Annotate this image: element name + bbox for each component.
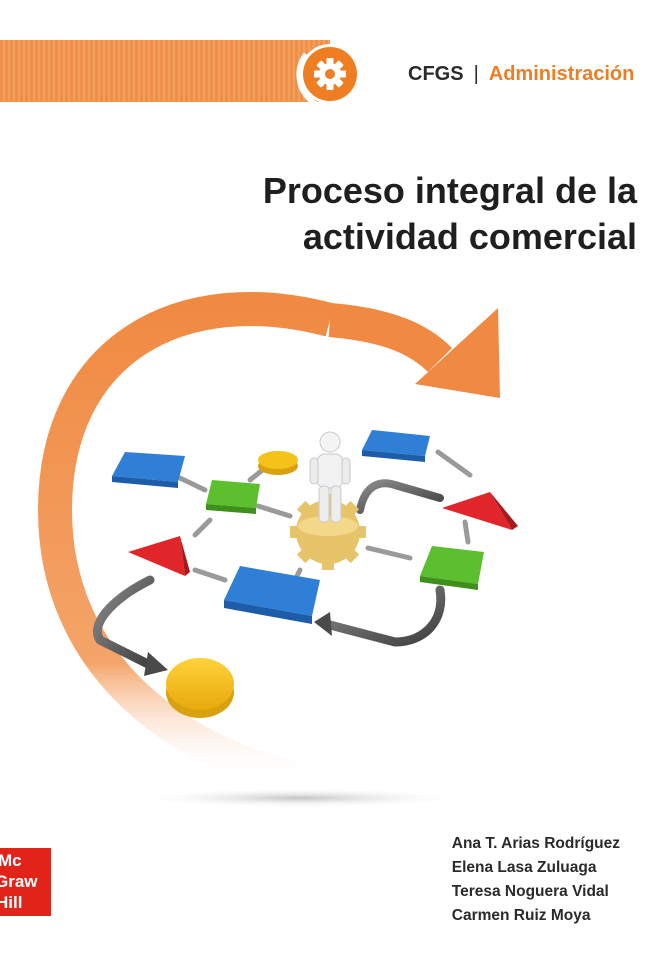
book-title: Proceso integral de la actividad comerci…	[263, 168, 637, 260]
series-label: CFGS | Administración	[408, 62, 634, 86]
book-title-line-2: actividad comercial	[302, 216, 637, 257]
author-name: Teresa Noguera Vidal	[451, 883, 609, 900]
person-figure-icon	[309, 431, 351, 523]
book-title-line-1: Proceso integral de la	[262, 170, 637, 211]
logo-line-3: Hill	[0, 893, 23, 912]
author-name: Ana T. Arias Rodríguez	[451, 835, 620, 852]
series-prefix: CFGS	[408, 63, 464, 85]
circular-arrow-icon	[37, 291, 500, 797]
publisher-logo: Mc Graw Hill	[0, 848, 51, 916]
gear-base	[290, 494, 366, 570]
series-area: Administración	[488, 63, 635, 85]
gear-icon	[296, 40, 370, 112]
cover-illustration	[37, 291, 518, 808]
author-name: Elena Lasa Zuluaga	[451, 859, 597, 876]
ground-shadow	[130, 788, 470, 808]
process-flowchart-icon	[93, 430, 518, 718]
gear-badge	[290, 34, 370, 114]
header-orange-band	[0, 40, 330, 102]
author-name: Carmen Ruiz Moya	[451, 907, 591, 924]
author-list: Ana T. Arias Rodríguez Elena Lasa Zuluag…	[452, 832, 620, 928]
series-separator: |	[473, 63, 479, 85]
logo-line-1: Mc	[0, 851, 22, 870]
logo-line-2: Graw	[0, 872, 38, 891]
